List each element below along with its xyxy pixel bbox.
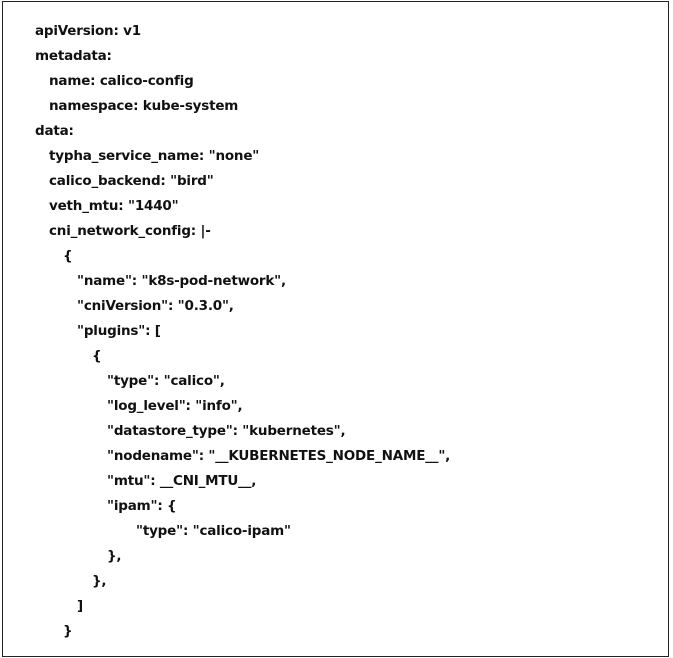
code-line: veth_mtu: "1440" (49, 198, 179, 214)
code-line: "name": "k8s-pod-network", (77, 273, 286, 289)
code-line: "datastore_type": "kubernetes", (107, 423, 346, 439)
code-line: { (63, 248, 73, 264)
code-line: namespace: kube-system (49, 98, 239, 114)
code-line: { (92, 348, 102, 364)
code-line: }, (92, 573, 107, 589)
code-line: typha_service_name: "none" (49, 148, 260, 164)
code-line: "nodename": "__KUBERNETES_NODE_NAME__", (107, 448, 451, 464)
code-line: metadata: (35, 48, 112, 64)
code-line: }, (107, 548, 122, 564)
code-line: "type": "calico-ipam" (136, 523, 291, 539)
code-line: cni_network_config: |- (49, 223, 211, 239)
yaml-code-block: apiVersion: v1 metadata: name: calico-conf… (35, 19, 450, 644)
code-line: name: calico-config (49, 73, 194, 89)
code-line: "plugins": [ (77, 323, 161, 339)
code-line: "type": "calico", (107, 373, 225, 389)
code-line: "mtu": __CNI_MTU__, (107, 473, 257, 489)
code-line: } (63, 623, 73, 639)
code-line: "log_level": "info", (107, 398, 243, 414)
code-line: data: (35, 123, 74, 139)
code-line: "cniVersion": "0.3.0", (77, 298, 234, 314)
code-line: apiVersion: v1 (35, 23, 141, 39)
code-line: ] (77, 598, 83, 614)
code-line: "ipam": { (107, 498, 177, 514)
code-line: calico_backend: "bird" (49, 173, 214, 189)
